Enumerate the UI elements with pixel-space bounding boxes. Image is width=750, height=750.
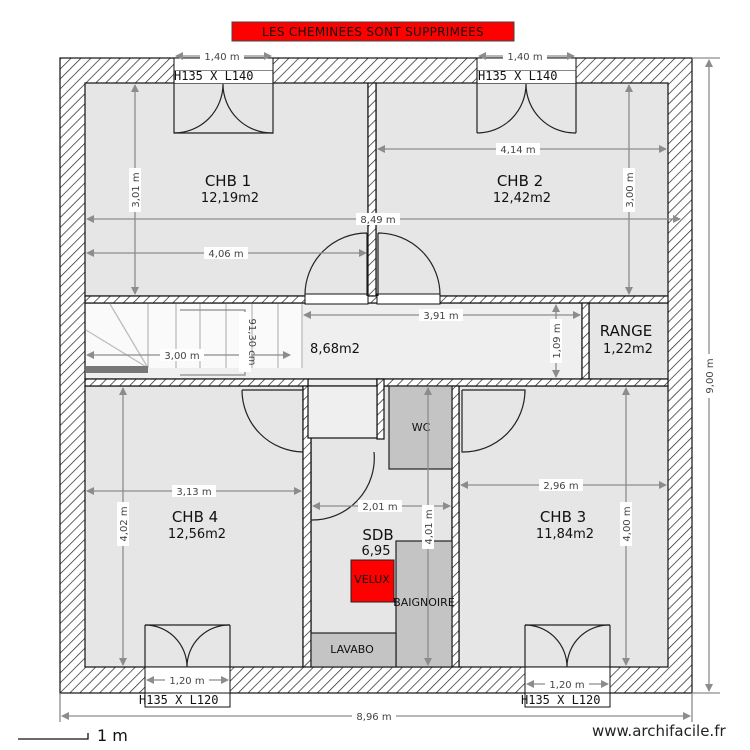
sink-fixture[interactable] [310, 632, 397, 668]
chb4-name: CHB 4 [172, 508, 218, 526]
velux-label: VELUX [354, 573, 390, 586]
dim-chb3-width: 2,96 m [543, 481, 578, 492]
chb1-area: 12,19m2 [201, 191, 259, 206]
dim-window-top-right: 1,40 m [507, 52, 542, 63]
dim-chb4-height: 4,02 m [119, 506, 130, 541]
dim-window-top-left: 1,40 m [204, 52, 239, 63]
room-chb3[interactable] [458, 385, 669, 668]
banner: LES CHEMINEES SONT SUPPRIMEES [231, 21, 515, 42]
door-chb3[interactable] [461, 389, 526, 453]
window-top-left-label: H135 X L140 [174, 69, 253, 83]
dim-hall-height: 1,09 m [552, 323, 563, 358]
dim-chb2-width: 4,14 m [500, 145, 535, 156]
window-bottom-right-label: H135 X L120 [521, 693, 600, 707]
range-area: 1,22m2 [603, 342, 653, 357]
wall-chb1-chb2 [367, 82, 377, 297]
dim-sdb-width: 2,01 m [362, 502, 397, 513]
scale-label: 1 m [97, 726, 128, 745]
dim-upper-total-width: 8,49 m [360, 215, 395, 226]
door-sdb[interactable] [310, 451, 375, 521]
dim-stair-length: 3,00 m [164, 351, 199, 362]
dim-window-bottom-left: 1,20 m [169, 676, 204, 687]
chb2-area: 12,42m2 [493, 191, 551, 206]
wall-wc-left [376, 378, 385, 440]
baignoire-label: BAIGNOIRE [393, 596, 455, 609]
dim-chb2-height: 3,00 m [625, 172, 636, 207]
sdb-name: SDB [362, 526, 393, 544]
window-bottom-left-label: H135 X L120 [139, 693, 218, 707]
dim-hall-width: 3,91 m [423, 311, 458, 322]
chb1-name: CHB 1 [205, 172, 251, 190]
range-name: RANGE [600, 322, 652, 340]
banner-text: LES CHEMINEES SONT SUPPRIMEES [262, 25, 484, 39]
window-top-left[interactable]: H135 X L140 [173, 57, 274, 134]
scale-bar: 1 m [18, 726, 128, 745]
dim-total-width: 8,96 m [356, 712, 391, 723]
room-range[interactable] [588, 302, 669, 380]
chb3-area: 11,84m2 [536, 527, 594, 542]
dim-chb3-height: 4,00 m [622, 506, 633, 541]
dimension-lines: 1,40 m 1,40 m 3,01 m 3,00 m 4,14 m 8,49 … [59, 50, 720, 723]
dim-sdb-height: 4,01 m [424, 509, 435, 544]
wc-fixture[interactable] [388, 385, 453, 470]
wall-hall-lower-right [376, 378, 669, 387]
brand-watermark: www.archifacile.fr [592, 722, 726, 740]
chb2-name: CHB 2 [497, 172, 543, 190]
room-chb2[interactable] [375, 82, 669, 297]
dim-stair-width: 91,30 cm [246, 318, 257, 365]
wall-sdb-chb3 [451, 385, 460, 668]
sdb-area: 6,95 [362, 544, 391, 559]
wall-chb4-sdb [302, 385, 312, 668]
dim-chb4-width: 3,13 m [176, 487, 211, 498]
dim-window-bottom-right: 1,20 m [549, 680, 584, 691]
hall-sdb-passage [307, 385, 378, 439]
chb3-name: CHB 3 [540, 508, 586, 526]
wall-hall-range [581, 302, 590, 380]
lavabo-label: LAVABO [330, 643, 374, 656]
door-chb2[interactable] [376, 232, 441, 305]
dim-chb1-width: 4,06 m [208, 249, 243, 260]
dim-total-height: 9,00 m [705, 358, 716, 393]
hall-area: 8,68m2 [310, 342, 360, 357]
chb4-area: 12,56m2 [168, 527, 226, 542]
door-chb4[interactable] [241, 389, 304, 453]
dim-chb1-height: 3,01 m [131, 172, 142, 207]
window-top-right[interactable]: H135 X L140 [476, 57, 577, 134]
window-top-right-label: H135 X L140 [478, 69, 557, 83]
wall-hall-lower-left [84, 378, 309, 387]
staircase[interactable] [85, 303, 303, 373]
velux-window[interactable] [350, 559, 395, 603]
